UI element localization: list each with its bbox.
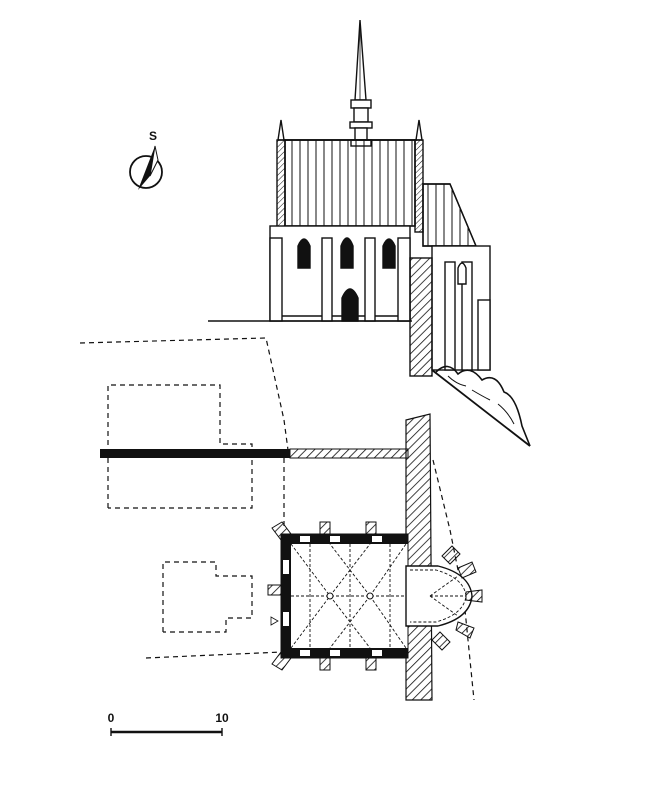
retaining-wall [409,257,433,377]
scale-end-label: 10 [215,711,229,725]
site-outline [79,337,475,701]
window-2 [340,237,354,269]
church-elevation [208,19,531,447]
compass-label: S [149,129,157,143]
former-building-2 [162,561,253,633]
site-plan [79,337,483,701]
chancel-roof [422,183,478,247]
compass: S [129,129,163,190]
former-building-1 [107,384,253,509]
spire [349,19,373,147]
nave-wall [269,225,411,322]
window-3 [382,238,396,269]
main-door [341,288,359,322]
north-arrow-icon [138,145,159,190]
rocky-slope [431,365,531,447]
boundary-wall-hatched [289,448,409,459]
apse-elevation [431,245,491,371]
window-1 [297,238,311,269]
scale-bar: 0 10 [108,711,229,736]
main-roof [276,119,424,233]
nave-plan [267,521,409,671]
scale-start-label: 0 [108,711,115,725]
apse-plan [405,545,483,651]
retaining-wall-plan [405,413,433,701]
boundary-wall-solid [100,449,290,458]
